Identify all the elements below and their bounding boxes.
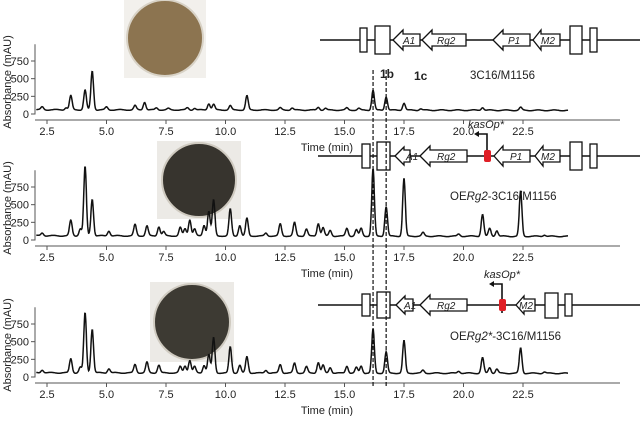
y-tick-label: 0 <box>23 235 29 247</box>
gene-label-p1: P1 <box>508 36 520 47</box>
chromatogram-trace <box>36 312 568 375</box>
y-tick-label: 500 <box>11 337 29 349</box>
x-tick-label: 10.0 <box>215 252 236 264</box>
gene-cluster-oerg2: A1 Rg2 P1 M2 kasOp* <box>318 119 640 171</box>
gene-label-a1: A1 <box>405 152 418 163</box>
kasop-marker <box>499 299 506 311</box>
gene-rg2-arrow <box>419 293 468 317</box>
y-tick-label: 250 <box>11 217 29 229</box>
x-tick-label: 15.0 <box>334 252 355 264</box>
x-tick-label: 12.5 <box>274 126 295 138</box>
x-tick-label: 5.0 <box>99 126 114 138</box>
x-tick-label: 7.5 <box>158 252 173 264</box>
gene-p1-arrow <box>492 28 531 52</box>
gene-m2-arrow <box>534 144 561 168</box>
gene-m2-arrow <box>515 294 536 316</box>
y-axis-label: Absorbance (mAU) <box>2 298 14 392</box>
x-tick-label: 2.5 <box>39 389 54 401</box>
gene-m2-arrow <box>532 28 561 52</box>
y-tick-label: 0 <box>23 372 29 384</box>
x-tick-label: 5.0 <box>99 389 114 401</box>
promoter-label: kasOp* <box>468 119 505 131</box>
gene-label-a1: A1 <box>402 36 415 47</box>
gene-a1-arrow <box>392 28 421 52</box>
chromatogram-panel-1: 0 250 500 750 2.5 5.0 7.5 10.0 12.5 15.0 17.5 20.0 2… <box>2 35 620 154</box>
x-tick-label: 12.5 <box>274 389 295 401</box>
x-tick-label: 22.5 <box>512 126 533 138</box>
y-tick-label: 500 <box>11 200 29 212</box>
x-tick-label: 10.0 <box>215 389 236 401</box>
y-tick-label: 500 <box>11 74 29 86</box>
x-tick-label: 20.0 <box>453 389 474 401</box>
y-axis-label: Absorbance (mAU) <box>2 35 14 129</box>
x-tick-label: 2.5 <box>39 126 54 138</box>
peak-label-1b: 1b <box>380 67 394 81</box>
x-tick-label: 2.5 <box>39 252 54 264</box>
x-tick-label: 20.0 <box>453 252 474 264</box>
x-tick-label: 12.5 <box>274 252 295 264</box>
x-tick-label: 22.5 <box>512 252 533 264</box>
y-tick-label: 250 <box>11 354 29 366</box>
x-axis-label: Time (min) <box>301 142 353 154</box>
x-axis-label: Time (min) <box>301 268 353 280</box>
x-tick-label: 7.5 <box>158 126 173 138</box>
gene-label-p1: P1 <box>510 152 522 163</box>
y-axis-label: Absorbance (mAU) <box>2 161 14 255</box>
gene-label-rg2: Rg2 <box>437 152 456 163</box>
plate-photo-wt <box>124 0 206 78</box>
gene-label-m2: M2 <box>519 301 533 312</box>
promoter-arrow-icon <box>479 133 488 156</box>
y-tick-label: 750 <box>11 319 29 331</box>
y-tick-label: 250 <box>11 91 29 103</box>
x-tick-label: 17.5 <box>393 389 414 401</box>
x-tick-label: 22.5 <box>512 389 533 401</box>
gene-label-m2: M2 <box>541 152 555 163</box>
gene-p1-arrow <box>493 144 531 168</box>
chromatogram-panel-2: 0 250 500 750 2.5 5.0 7.5 10.0 12.5 15.0 17.5 20.0 2… <box>2 161 620 280</box>
gene-rg2-arrow <box>421 28 467 52</box>
gene-label-a1: A1 <box>403 301 416 312</box>
chromatogram-trace <box>36 166 568 238</box>
x-tick-label: 15.0 <box>334 389 355 401</box>
gene-label-rg2: Rg2 <box>437 301 456 312</box>
gene-label-m2: M2 <box>541 36 555 47</box>
strain-label-oerg2-star: OERg2*-3C16/M1156 <box>450 331 561 343</box>
kasop-marker <box>484 150 491 162</box>
x-tick-label: 10.0 <box>215 126 236 138</box>
chromatogram-trace <box>36 70 569 112</box>
x-axis-label: Time (min) <box>301 405 353 416</box>
x-tick-label: 5.0 <box>99 252 114 264</box>
gene-label-rg2: Rg2 <box>437 36 456 47</box>
strain-label-wt: 3C16/M1156 <box>470 70 535 82</box>
gene-cluster-oerg2-star: A1 Rg2 M2 kasOp* <box>318 269 640 319</box>
gene-a1-arrow <box>394 145 411 167</box>
strain-label-oerg2: OERg2-3C16/M1156 <box>450 191 557 203</box>
peak-label-1c: 1c <box>414 69 428 83</box>
gene-a1-arrow <box>395 294 414 316</box>
y-tick-label: 750 <box>11 182 29 194</box>
plate-photo-oerg2 <box>157 141 241 219</box>
x-tick-label: 7.5 <box>158 389 173 401</box>
chromatogram-panel-3: 0 250 500 750 2.5 5.0 7.5 10.0 12.5 15.0 17.5 20.0 2… <box>2 298 620 417</box>
x-tick-label: 15.0 <box>334 126 355 138</box>
gene-cluster-wt: A1 Rg2 P1 M2 <box>320 25 640 55</box>
x-tick-label: 20.0 <box>453 126 474 138</box>
gene-rg2-arrow <box>419 144 468 168</box>
x-tick-label: 17.5 <box>393 126 414 138</box>
promoter-label: kasOp* <box>484 269 521 281</box>
x-tick-label: 17.5 <box>393 252 414 264</box>
y-tick-label: 0 <box>23 109 29 121</box>
plate-photo-oerg2-star <box>150 282 234 362</box>
y-tick-label: 750 <box>11 56 29 68</box>
